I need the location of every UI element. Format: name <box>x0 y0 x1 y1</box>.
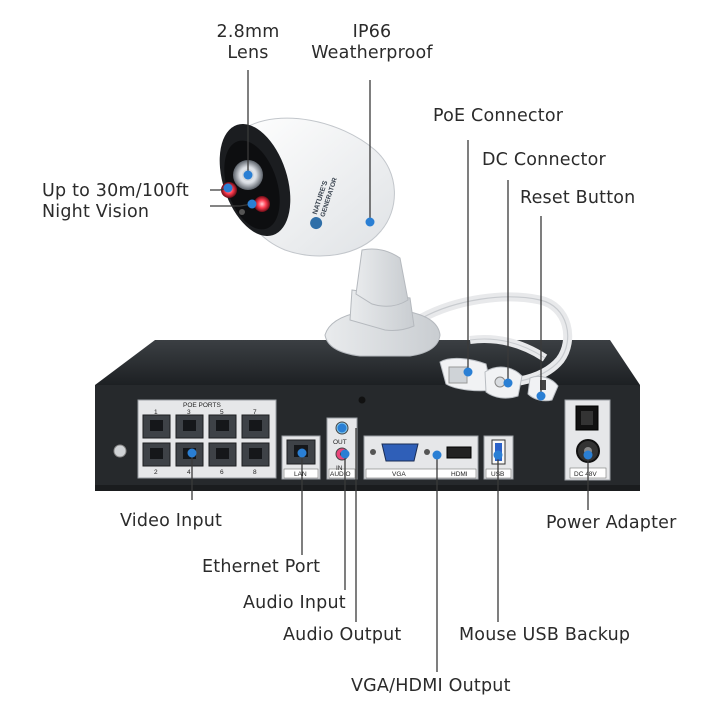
port-number: 4 <box>187 469 191 476</box>
audio-label: AUDIO <box>330 471 351 478</box>
label-audio-input: Audio Input <box>243 593 346 613</box>
label-lens-line-2: Lens <box>227 43 269 63</box>
poe-ports-title: POE PORTS <box>183 402 221 409</box>
lan-label: LAN <box>294 471 307 478</box>
label-weatherproof-line-2: Weatherproof <box>311 43 433 63</box>
label-night-vision-line-1: Up to 30m/100ft <box>42 181 189 201</box>
out-label: OUT <box>333 439 347 446</box>
label-power-adapter: Power Adapter <box>546 513 677 533</box>
rj45-ports <box>142 414 270 467</box>
ground-screw-icon <box>113 444 127 458</box>
port-number: 2 <box>154 469 158 476</box>
label-night-vision-line-2: Night Vision <box>42 202 150 222</box>
port-number: 6 <box>220 469 224 476</box>
port-number: 1 <box>154 409 158 416</box>
label-mouse-usb-backup: Mouse USB Backup <box>459 625 631 645</box>
ir-led-icon <box>254 196 270 212</box>
port-number: 5 <box>220 409 224 416</box>
vga-hdmi-panel <box>363 435 479 480</box>
hdmi-label: HDMI <box>451 471 468 478</box>
vga-label: VGA <box>392 471 406 478</box>
dc-label: DC 48V <box>574 471 597 478</box>
label-poe-connector: PoE Connector <box>433 106 564 126</box>
bullet-camera: NATURE'S GENERATOR <box>219 117 441 357</box>
label-lens-line-1: 2.8mm <box>216 22 280 42</box>
port-number: 7 <box>253 409 257 416</box>
nvr-recorder <box>95 340 640 491</box>
in-label: IN <box>336 465 343 472</box>
port-number: 8 <box>253 469 257 476</box>
camera-arm <box>355 248 409 307</box>
label-vga-hdmi-output: VGA/HDMI Output <box>351 676 511 696</box>
poe-ports-panel <box>137 399 277 479</box>
label-ethernet-port: Ethernet Port <box>202 557 321 577</box>
label-weatherproof-line-1: IP66 <box>352 22 392 42</box>
label-weatherproof: IP66 Weatherproof <box>304 22 440 64</box>
label-audio-output: Audio Output <box>283 625 402 645</box>
port-number: 3 <box>187 409 191 416</box>
leader-lines <box>191 70 589 672</box>
label-dc-connector: DC Connector <box>482 150 606 170</box>
label-night-vision: Up to 30m/100ft Night Vision <box>42 181 189 223</box>
label-video-input: Video Input <box>120 511 223 531</box>
label-reset-button: Reset Button <box>520 188 636 208</box>
label-lens: 2.8mm Lens <box>200 22 296 64</box>
callout-dots <box>187 170 593 460</box>
